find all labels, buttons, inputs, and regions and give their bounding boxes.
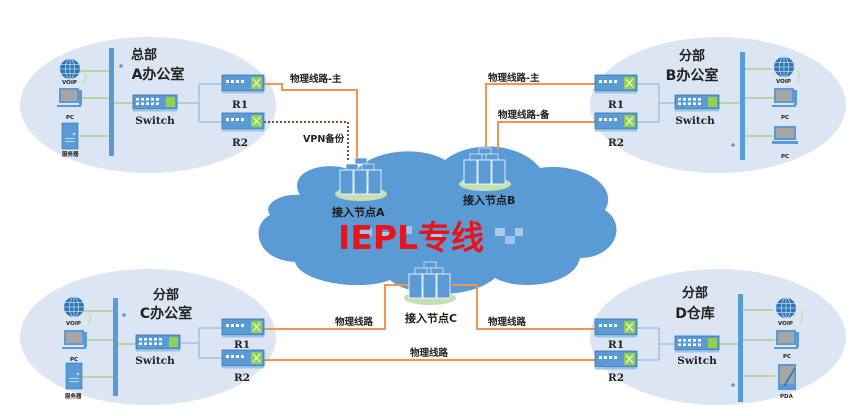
endpoint-label: PC xyxy=(70,357,78,363)
site-d-title-1: 分部 xyxy=(682,285,708,301)
router-r1-icon xyxy=(221,318,265,338)
endpoint-label: 服务器 xyxy=(62,150,79,158)
router-r1-label: R1 xyxy=(608,99,624,111)
site-c: VOIP PC 服务器 分部 C办公室 Switch R1 R2 xyxy=(62,287,265,400)
endpoint-label: PC xyxy=(781,154,789,160)
access-node-c-label: 接入节点C xyxy=(405,311,457,325)
switch-label: Switch xyxy=(675,115,715,127)
router-r1-icon xyxy=(221,74,265,94)
router-r1-label: R1 xyxy=(232,99,248,111)
link-b-r1-to-node-b xyxy=(485,83,595,150)
router-r2-icon xyxy=(594,112,638,132)
access-node-b-label: 接入节点B xyxy=(463,193,515,207)
voip-globe-icon xyxy=(775,297,797,319)
access-node-a: 接入节点A xyxy=(332,157,388,219)
endpoint-label: PC xyxy=(66,115,74,121)
cloud-title: IEPL专线 xyxy=(338,218,484,257)
link-label-c-d: 物理线路 xyxy=(410,347,449,359)
link-c-r1-to-node-c xyxy=(264,284,410,330)
link-label-d: 物理线路 xyxy=(488,316,527,328)
endpoint-label: PDA xyxy=(780,394,794,400)
link-d-r1-to-node-c xyxy=(452,284,595,330)
laptop-icon xyxy=(772,126,798,144)
lan-bus xyxy=(740,52,745,160)
switch-label: Switch xyxy=(135,115,175,127)
link-b-r2-to-node-b xyxy=(497,121,595,150)
router-r1-label: R1 xyxy=(234,339,250,351)
endpoint-label: VOIP xyxy=(62,80,77,86)
endpoint-label: VOIP xyxy=(66,321,81,327)
lan-bus xyxy=(109,48,114,156)
switch-icon xyxy=(674,335,720,353)
router-r2-icon xyxy=(221,349,265,369)
router-r2-label: R2 xyxy=(234,372,250,384)
link-label-a-vpn: VPN备份 xyxy=(303,133,345,145)
site-d: VOIP PC PDA 分部 D仓库 Switch R1 R2 xyxy=(594,285,804,402)
router-r1-icon xyxy=(594,74,638,94)
router-r2-label: R2 xyxy=(232,137,248,149)
access-node-b: 接入节点B xyxy=(458,147,515,207)
voip-globe-icon xyxy=(59,58,81,80)
link-label-b-backup: 物理线路-备 xyxy=(498,109,550,121)
endpoint-label: VOIP xyxy=(776,79,791,85)
router-r2-label: R2 xyxy=(608,137,624,149)
link-label-a-main: 物理线路-主 xyxy=(290,73,342,85)
switch-label: Switch xyxy=(135,355,175,367)
site-a-title-2: A办公室 xyxy=(132,66,185,83)
link-a-r2-to-node-a xyxy=(264,121,349,162)
router-r2-label: R2 xyxy=(608,372,624,384)
site-a: VOIP PC 服务器 总部 A办公室 Switch R1 R2 xyxy=(57,47,265,158)
site-b-title-2: B办公室 xyxy=(666,67,719,84)
server-icon xyxy=(61,122,79,150)
switch-label: Switch xyxy=(677,355,717,367)
cloud-pixel-artifact xyxy=(360,226,523,244)
site-c-title-1: 分部 xyxy=(153,287,179,303)
site-a-title-1: 总部 xyxy=(131,47,157,63)
lan-bus xyxy=(738,294,743,402)
server-icon xyxy=(65,362,83,390)
link-a-r1-to-node-a xyxy=(264,83,358,162)
site-c-title-2: C办公室 xyxy=(140,305,192,322)
switch-icon xyxy=(135,334,181,352)
router-r2-icon xyxy=(221,112,265,132)
link-label-b-main: 物理线路-主 xyxy=(488,72,540,84)
pda-icon xyxy=(777,363,797,391)
access-node-c: 接入节点C xyxy=(403,261,457,325)
switch-icon xyxy=(674,94,720,112)
endpoint-label: PC xyxy=(783,354,791,360)
router-r1-label: R1 xyxy=(608,339,624,351)
voip-globe-icon xyxy=(773,56,795,78)
link-label-c: 物理线路 xyxy=(335,316,374,328)
site-b-title-1: 分部 xyxy=(679,48,705,64)
endpoint-label: PC xyxy=(781,115,789,121)
router-r2-icon xyxy=(594,350,638,370)
site-d-title-2: D仓库 xyxy=(675,305,715,322)
router-r1-icon xyxy=(594,318,638,338)
access-node-a-label: 接入节点A xyxy=(332,205,385,219)
lan-bus xyxy=(113,298,118,396)
endpoint-label: VOIP xyxy=(778,321,793,327)
switch-icon xyxy=(132,94,178,112)
voip-globe-icon xyxy=(63,296,85,318)
site-b: VOIP PC PC 分部 B办公室 Switch R1 R2 xyxy=(594,48,801,160)
endpoint-label: 服务器 xyxy=(65,392,82,400)
